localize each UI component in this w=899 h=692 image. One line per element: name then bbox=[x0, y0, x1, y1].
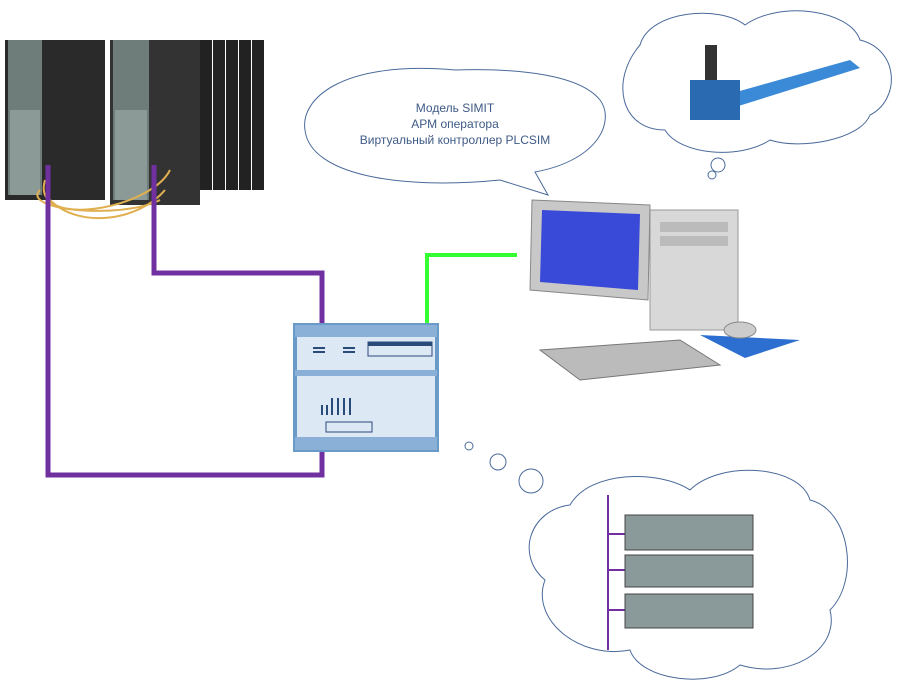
plc-racks-image bbox=[607, 495, 754, 650]
callout-line-plcsim: Виртуальный контроллер PLCSIM bbox=[359, 133, 551, 147]
plc-rack-image bbox=[5, 40, 264, 220]
callout-line-simit: Модель SIMIT bbox=[415, 101, 495, 115]
network-switch-image bbox=[293, 323, 439, 452]
desktop-computer-image bbox=[529, 199, 800, 381]
callout-bubble bbox=[304, 68, 606, 196]
profibus-cable-1 bbox=[45, 165, 325, 478]
conveyor-operator-image bbox=[690, 45, 860, 120]
callout-text: Модель SIMIT АРМ оператора Виртуальный к… bbox=[330, 100, 580, 148]
ethernet-cable bbox=[425, 253, 517, 325]
callout-line-operator-station: АРМ оператора bbox=[411, 117, 499, 131]
profibus-cable-2 bbox=[151, 165, 325, 325]
cloud-conveyor bbox=[622, 10, 892, 153]
